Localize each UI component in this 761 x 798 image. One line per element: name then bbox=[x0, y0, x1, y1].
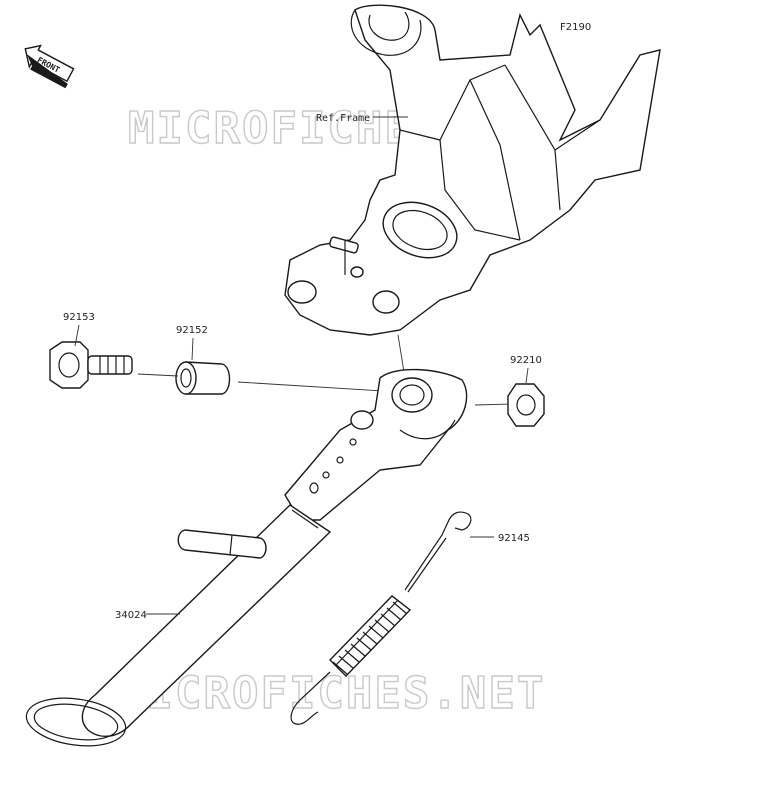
spring-92145[interactable]: 92145 bbox=[290, 511, 530, 725]
part-label-92145: 92145 bbox=[498, 533, 530, 544]
part-label-92210: 92210 bbox=[510, 355, 542, 366]
part-label-92152: 92152 bbox=[176, 325, 208, 336]
part-label-92153: 92153 bbox=[63, 312, 95, 323]
ref-frame-label: Ref.Frame bbox=[316, 113, 370, 124]
side-stand-34024[interactable]: 34024 bbox=[23, 368, 468, 752]
watermark-bottom: MICROFICHES.NET bbox=[118, 668, 545, 719]
figure-code: F2190 bbox=[560, 22, 591, 33]
frame-reference bbox=[284, 4, 661, 336]
front-arrow-icon: FRONT bbox=[24, 44, 75, 89]
nut-92210[interactable]: 92210 bbox=[507, 355, 545, 427]
collar-92152[interactable]: 92152 bbox=[175, 325, 231, 395]
part-label-34024: 34024 bbox=[115, 610, 147, 621]
bolt-92153[interactable]: 92153 bbox=[49, 312, 133, 389]
